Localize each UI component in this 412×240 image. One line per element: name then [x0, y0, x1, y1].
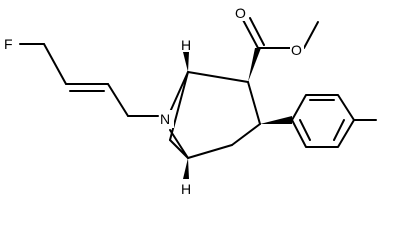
bond-carbonyl-inner — [249, 17, 265, 46]
ester-oxygen-label-bg — [290, 40, 304, 58]
benzene-inner-bond-2 — [333, 119, 345, 141]
bond-ch-ch2 — [107, 83, 129, 117]
fluorine-label: F — [4, 36, 13, 52]
nitrogen-label-bg — [160, 110, 174, 128]
bond-c4-c5 — [187, 144, 233, 159]
bond-ch2-ch — [43, 43, 67, 85]
bond-n-c1 — [169, 71, 189, 113]
ester-oxygen-label: O — [291, 42, 302, 58]
carbonyl-oxygen-label: O — [235, 5, 246, 21]
bond-o-methyl — [303, 21, 319, 49]
bond-carbonyl — [241, 17, 259, 49]
wedge-bridgehead-h-top — [183, 52, 189, 72]
nitrogen-label: N — [160, 111, 170, 127]
bond-c1-c2 — [187, 71, 249, 83]
wedge-ester — [248, 48, 261, 82]
chemical-structure: F O O N H H — [3, 3, 377, 197]
bond-c7-c6 — [169, 139, 189, 159]
benzene-inner-bond-3 — [299, 119, 311, 141]
wedge-aryl — [260, 116, 292, 124]
hydrogen-bottom-label: H — [181, 181, 191, 197]
wedge-bridgehead-h-bottom — [183, 158, 189, 179]
bond-c1-c7 — [169, 71, 189, 141]
bond-n-c5 — [169, 129, 189, 159]
carbonyl-oxygen-label-bg — [234, 3, 248, 21]
hydrogen-top-label: H — [181, 37, 191, 53]
fluorine-label-bg — [3, 34, 17, 52]
bond-c3-c4 — [231, 123, 261, 146]
bond-c2-c3 — [247, 81, 261, 125]
